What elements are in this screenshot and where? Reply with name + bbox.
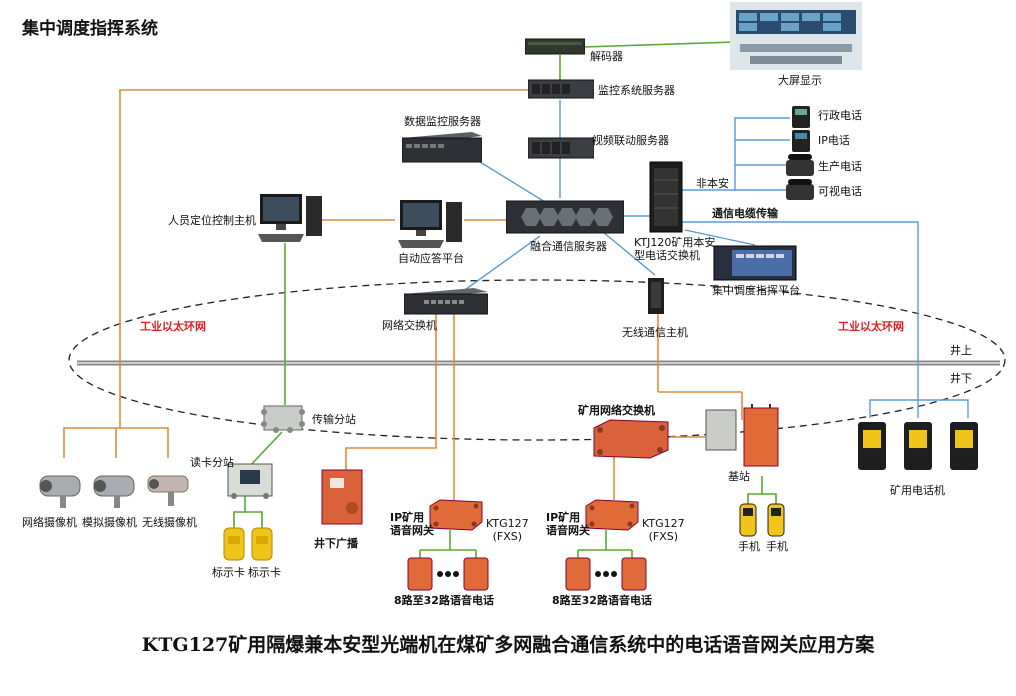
big-screen-label: 大屏显示 (778, 74, 822, 87)
handset-label-2: 手机 (766, 540, 788, 553)
mine-phone-icon (407, 557, 489, 591)
rack-server-icon (528, 137, 594, 159)
tag-card-label-1: 标示卡 (212, 566, 245, 579)
handset-icon (767, 503, 785, 537)
orange-links (63, 89, 743, 500)
telephone-icon (786, 179, 814, 200)
monitor-server-label: 监控系统服务器 (598, 84, 675, 97)
auto-answer-label: 自动应答平台 (398, 252, 464, 265)
mine-phone-icon (565, 557, 647, 591)
mine-net-switch-label: 矿用网络交换机 (578, 404, 655, 417)
explosion-proof-box-icon (227, 463, 273, 499)
mine-phone-icon (858, 422, 886, 470)
gateway2-right-label: KTG127 (FXS) (642, 517, 685, 543)
rack-server-icon (402, 132, 482, 163)
trans-sub-label: 传输分站 (312, 413, 356, 426)
ktj-switch-label: KTJ120矿用本安 型电话交换机 (634, 236, 716, 262)
base-station-label: 基站 (728, 470, 750, 483)
cam-net-label: 网络摄像机 (22, 516, 77, 529)
ring-label-left: 工业以太环网 (140, 320, 206, 333)
ip-phone-label: IP电话 (818, 134, 850, 147)
below-ground-label: 井下 (950, 372, 972, 385)
cam-wireless-label: 无线摄像机 (142, 516, 197, 529)
handset-icon (739, 503, 757, 537)
ring-label-right: 工业以太环网 (838, 320, 904, 333)
data-server-label: 数据监控服务器 (404, 115, 481, 128)
broadcast-box-icon (321, 469, 363, 525)
gateway2-left-label: IP矿用 语音网关 (546, 511, 590, 537)
telephone-icon (792, 106, 810, 128)
ethernet-ring (68, 279, 1006, 441)
tag-card-label-2: 标示卡 (248, 566, 281, 579)
green-links (233, 41, 777, 560)
cabinet-icon (649, 161, 683, 233)
reader-sub-label: 读卡分站 (190, 456, 234, 469)
rack-server-icon (528, 79, 594, 99)
diagram-caption: KTG127矿用隔爆兼本安型光端机在煤矿多网融合通信系统中的电话语音网关应用方案 (141, 634, 875, 656)
base-station-icon (705, 404, 779, 467)
broadcast-label: 井下广播 (314, 537, 358, 550)
gateway-icon (585, 499, 639, 531)
wireless-host-label: 无线通信主机 (622, 326, 688, 339)
explosion-proof-box-icon (593, 419, 669, 459)
dispatch-platform-label: 集中调度指挥平台 (712, 284, 800, 297)
handset-label-1: 手机 (738, 540, 760, 553)
camera-icon (147, 475, 189, 506)
mine-phone-label: 矿用电话机 (890, 484, 945, 497)
blue-links (461, 100, 969, 418)
network-switch-icon (404, 288, 488, 315)
mine-phone-icon (904, 422, 932, 470)
admin-phone-label: 行政电话 (818, 109, 862, 122)
telephone-icon (792, 130, 810, 152)
mine-phone-icon (950, 422, 978, 470)
net-switch-label: 网络交换机 (382, 319, 437, 332)
camera-icon (93, 475, 135, 508)
voice-phones-label-2: 8路至32路语音电话 (552, 594, 652, 607)
rack-server-icon (506, 200, 624, 234)
decoder-label: 解码器 (590, 50, 623, 63)
telephone-icon (786, 154, 814, 176)
voice-phones-label-1: 8路至32路语音电话 (394, 594, 494, 607)
cam-analog-label: 模拟摄像机 (82, 516, 137, 529)
prod-phone-label: 生产电话 (818, 160, 862, 173)
system-title: 集中调度指挥系统 (22, 19, 158, 39)
explosion-proof-box-icon (261, 405, 305, 433)
non-safe-label: 非本安 (696, 177, 729, 190)
above-ground-label: 井上 (950, 344, 972, 357)
video-wall-icon (730, 2, 862, 70)
dispatch-console-icon (713, 245, 797, 281)
gateway-icon (429, 499, 483, 531)
gateway1-right-label: KTG127 (FXS) (486, 517, 529, 543)
positioning-host-label: 人员定位控制主机 (168, 214, 256, 227)
gateway1-left-label: IP矿用 语音网关 (390, 511, 434, 537)
card-icon (223, 527, 245, 561)
card-icon (251, 527, 273, 561)
video-server-label: 视频联动服务器 (592, 134, 669, 147)
decoder-icon (525, 38, 585, 55)
cabinet-icon (648, 278, 664, 314)
desktop-pc-icon (398, 200, 462, 248)
fusion-server-label: 融合通信服务器 (530, 240, 607, 253)
desktop-pc-icon (258, 194, 322, 242)
camera-icon (39, 475, 81, 508)
cable-trans-label: 通信电缆传输 (712, 207, 778, 220)
video-phone-label: 可视电话 (818, 185, 862, 198)
